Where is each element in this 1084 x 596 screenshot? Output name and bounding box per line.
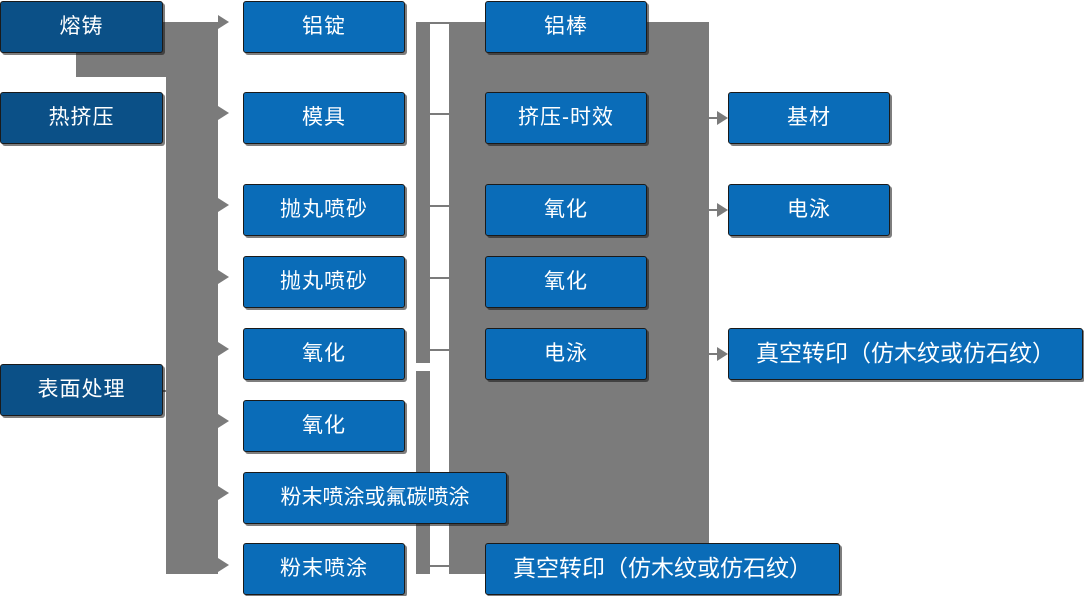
node-op-mold[interactable]: 模具 xyxy=(243,92,405,144)
arrowhead-to-op-4 xyxy=(218,270,229,284)
node-op-oxidation-2[interactable]: 氧化 xyxy=(243,400,405,452)
arrowhead-to-op-1 xyxy=(218,15,229,29)
node-tr-aluminum-bar[interactable]: 铝棒 xyxy=(485,1,647,53)
node-op-aluminum-ingot[interactable]: 铝锭 xyxy=(243,1,405,53)
node-op-oxidation-1[interactable]: 氧化 xyxy=(243,328,405,380)
node-tr-vacuum-transfer-printing[interactable]: 真空转印（仿木纹或仿石纹） xyxy=(485,543,840,595)
connector-mid-rung-2 xyxy=(430,113,449,115)
node-stage-melting[interactable]: 熔铸 xyxy=(0,1,163,53)
node-tr-extrusion-aging[interactable]: 挤压-时效 xyxy=(485,92,647,144)
node-out-substrate[interactable]: 基材 xyxy=(728,92,890,144)
arrowhead-to-op-2 xyxy=(218,106,229,120)
connector-mid-rail xyxy=(416,22,430,574)
connector-surface-stub xyxy=(163,390,187,392)
arrowhead-to-op-6 xyxy=(218,414,229,428)
node-out-electrophoresis[interactable]: 电泳 xyxy=(728,184,890,236)
node-stage-surface-treatment[interactable]: 表面处理 xyxy=(0,364,163,416)
node-tr-oxidation-1[interactable]: 氧化 xyxy=(485,184,647,236)
connector-mid-rung-3 xyxy=(430,205,449,207)
arrowhead-to-op-7 xyxy=(218,486,229,500)
connector-mid-rung-4 xyxy=(430,277,449,279)
arrow-to-out-2 xyxy=(698,203,728,217)
connector-mid-rail-gap xyxy=(416,363,430,371)
connector-mid-rung-6 xyxy=(430,565,449,567)
node-tr-oxidation-2[interactable]: 氧化 xyxy=(485,256,647,308)
arrowhead-to-op-3 xyxy=(218,198,229,212)
node-tr-electrophoresis[interactable]: 电泳 xyxy=(485,328,647,380)
node-op-powder-or-fluorocarbon-coating[interactable]: 粉末喷涂或氟碳喷涂 xyxy=(243,472,507,524)
connector-mid-rung-1 xyxy=(430,22,449,24)
connector-left-bar xyxy=(166,22,218,574)
arrow-to-out-3 xyxy=(698,347,728,361)
node-op-powder-coating[interactable]: 粉末喷涂 xyxy=(243,543,405,595)
arrowhead-to-op-8 xyxy=(218,558,229,572)
node-out-vacuum-transfer-printing[interactable]: 真空转印（仿木纹或仿石纹） xyxy=(728,328,1083,380)
connector-mid-rung-5 xyxy=(430,349,449,351)
node-op-shot-blasting-2[interactable]: 抛丸喷砂 xyxy=(243,256,405,308)
arrowhead-to-op-5 xyxy=(218,342,229,356)
arrow-to-out-1 xyxy=(698,111,728,125)
node-stage-hot-extrusion[interactable]: 热挤压 xyxy=(0,92,163,144)
node-op-shot-blasting-1[interactable]: 抛丸喷砂 xyxy=(243,184,405,236)
